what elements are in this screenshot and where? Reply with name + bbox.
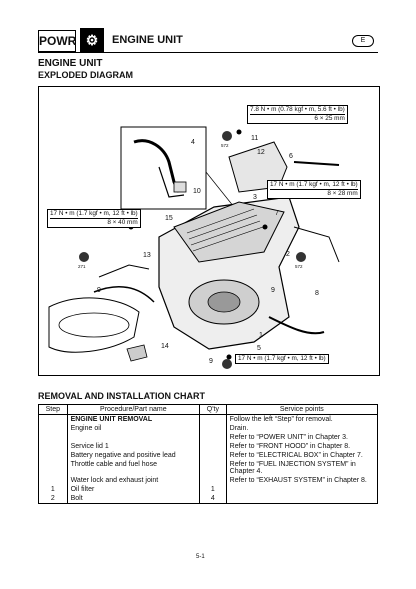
torque-spec-left-size: 8 × 40 mm	[50, 218, 138, 227]
header-title: ENGINE UNIT	[112, 34, 183, 46]
torque-spec-top: 7.8 N • m (0.78 kgf • m, 5.6 ft • lb) 6 …	[247, 105, 348, 124]
torque-spec-bottom-value: 17 N • m (1.7 kgf • m, 12 ft • lb)	[238, 355, 326, 362]
callout-10: 10	[193, 188, 201, 195]
engine-illustration	[48, 126, 340, 362]
section-code: POWR	[39, 34, 77, 48]
callout-1: 1	[259, 332, 263, 339]
callout-13: 13	[143, 252, 151, 259]
callout-11: 11	[251, 135, 259, 142]
torque-spec-left: 17 N • m (1.7 kgf • m, 12 ft • lb) 8 × 4…	[47, 209, 141, 228]
torque-wrench-icon	[296, 252, 306, 262]
torque-spec-right: 17 N • m (1.7 kgf • m, 12 ft • lb) 8 × 2…	[267, 180, 361, 199]
table-row: 2 Bolt 4	[38, 494, 379, 504]
threadlock-code: 572	[295, 264, 303, 269]
page-number: 5-1	[196, 554, 205, 560]
table-header-row: Step Procedure/Part name Q'ty Service po…	[38, 404, 379, 415]
callout-6: 6	[289, 153, 293, 160]
torque-spec-top-value: 7.8 N • m (0.78 kgf • m, 5.6 ft • lb)	[250, 106, 345, 113]
chart-title: REMOVAL AND INSTALLATION CHART	[38, 391, 205, 401]
callout-7: 7	[275, 210, 279, 217]
section-title: ENGINE UNIT	[38, 58, 103, 69]
torque-wrench-icon	[222, 359, 232, 369]
callout-5: 5	[257, 345, 261, 352]
table-row: Water lock and exhaust joint Refer to “E…	[38, 476, 379, 485]
torque-spec-right-size: 8 × 28 mm	[270, 189, 358, 198]
callout-9: 9	[97, 287, 101, 294]
table-row: Refer to “POWER UNIT” in Chapter 3.	[38, 433, 379, 442]
callout-4: 4	[191, 139, 195, 146]
torque-wrench-icon	[79, 252, 89, 262]
callout-14: 14	[161, 343, 169, 350]
callout-2: 2	[286, 251, 290, 258]
table-row: ENGINE UNIT REMOVAL Follow the left “Ste…	[38, 414, 379, 424]
table-row: 1 Oil filter 1	[38, 485, 379, 494]
table-row: Battery negative and positive lead Refer…	[38, 451, 379, 460]
callout-9: 9	[271, 287, 275, 294]
torque-spec-left-value: 17 N • m (1.7 kgf • m, 12 ft • lb)	[50, 210, 138, 217]
language-badge: E	[352, 35, 374, 47]
threadlock-code: 271	[78, 264, 86, 269]
torque-spec-top-size: 6 × 25 mm	[250, 114, 345, 123]
col-service-points: Service points	[225, 404, 379, 415]
torque-spec-right-value: 17 N • m (1.7 kgf • m, 12 ft • lb)	[270, 181, 358, 188]
col-step: Step	[38, 404, 68, 415]
table-row: Engine oil Drain.	[38, 424, 379, 433]
callout-3: 3	[253, 194, 257, 201]
section-code-box: POWR	[38, 30, 76, 52]
torque-wrench-icon	[222, 131, 232, 141]
col-qty: Q'ty	[199, 404, 227, 415]
table-row: Throttle cable and fuel hose Refer to “F…	[38, 460, 379, 476]
engine-icon: ⚙	[80, 28, 104, 52]
removal-chart-table: Step Procedure/Part name Q'ty Service po…	[38, 404, 379, 504]
torque-spec-bottom: 17 N • m (1.7 kgf • m, 12 ft • lb)	[235, 354, 329, 364]
callout-9: 9	[209, 358, 213, 365]
exploded-diagram: 7.8 N • m (0.78 kgf • m, 5.6 ft • lb) 6 …	[38, 86, 380, 376]
callout-8: 8	[315, 290, 319, 297]
callout-15: 15	[165, 215, 173, 222]
threadlock-code: 572	[221, 143, 229, 148]
callout-12: 12	[257, 149, 265, 156]
col-procedure: Procedure/Part name	[66, 404, 201, 415]
header-divider	[38, 52, 378, 53]
section-subtitle: EXPLODED DIAGRAM	[38, 70, 134, 80]
table-row: Service lid 1 Refer to “FRONT HOOD” in C…	[38, 442, 379, 451]
